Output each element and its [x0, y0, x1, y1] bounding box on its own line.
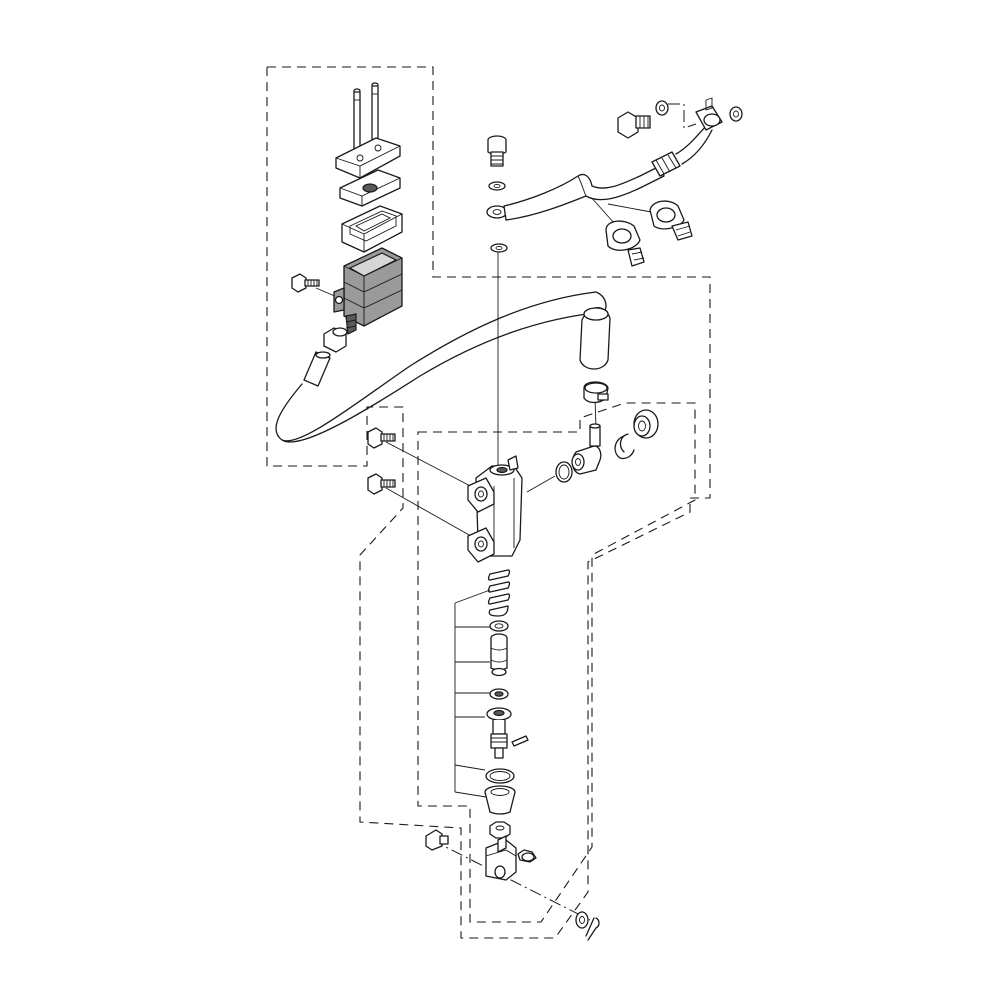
reservoir-hose-segment: [303, 351, 331, 387]
clevis-pin: [425, 829, 449, 851]
piston-stack: [484, 569, 529, 839]
upper-fitting-leader: [668, 103, 697, 129]
reservoir-group-boundary: [266, 66, 711, 939]
reservoir-mount-bolt: [291, 273, 320, 293]
dust-boot: [484, 785, 516, 815]
banjo-washer-lower: [490, 243, 508, 253]
spring-group-bracket: [454, 589, 492, 798]
hose-clip: [583, 381, 609, 404]
upper-union-bolt: [617, 111, 651, 139]
inlet-circlip: [614, 433, 635, 460]
inlet-seal: [633, 409, 659, 439]
banjo-washer-upper: [488, 181, 506, 191]
clevis: [485, 835, 517, 881]
snap-ring: [485, 768, 515, 784]
clevis-joint-nut: [517, 849, 537, 863]
clevis-washer: [575, 911, 589, 929]
assembly-boundaries: [266, 66, 711, 939]
reservoir-assembly: [275, 82, 607, 443]
diaphragm-plate: [339, 169, 401, 207]
cylinder-inlet-elbow: [571, 445, 602, 475]
hose-clamp-right: [649, 200, 693, 241]
hose-clamp-left: [605, 220, 645, 267]
clevis-assembly: [425, 829, 600, 941]
reservoir-return-hose: [555, 307, 659, 483]
pushrod-locknut-pin: [511, 735, 529, 747]
diaphragm: [341, 205, 403, 253]
return-spring: [487, 569, 511, 617]
oring-leader: [526, 475, 556, 493]
brake-hose-assembly: [486, 97, 743, 267]
clevis-locknut: [489, 821, 511, 839]
reservoir-hose-joint: [323, 327, 348, 353]
piston: [490, 633, 508, 677]
hose-fitting-nipple: [589, 423, 601, 447]
pushrod-head: [486, 707, 512, 759]
reservoir-cap: [335, 137, 401, 179]
reservoir-hose: [275, 291, 607, 443]
cotter-pin: [585, 917, 600, 941]
upper-bolt-leader: [385, 441, 479, 491]
upper-hose-fitting: [695, 97, 723, 131]
clevis-pin-axis: [431, 839, 591, 921]
mounting-bolt-lower: [367, 473, 396, 495]
reservoir-body: [333, 247, 403, 335]
lower-bolt-leader: [385, 487, 479, 541]
primary-cup: [489, 620, 509, 632]
mounting-bolt-upper: [367, 427, 396, 449]
banjo-bolt: [487, 135, 507, 167]
upper-washer-a: [655, 100, 669, 116]
brake-pipe: [486, 123, 713, 221]
upper-washer-b: [729, 106, 743, 122]
secondary-cup: [489, 688, 509, 700]
master-cylinder-body: [467, 455, 523, 563]
cylinder-oring: [555, 461, 573, 483]
